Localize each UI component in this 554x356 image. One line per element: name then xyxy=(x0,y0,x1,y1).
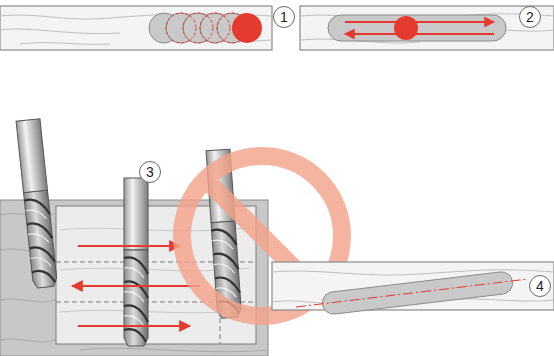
callout-number: 2 xyxy=(519,6,541,28)
callout-number: 3 xyxy=(139,161,161,183)
callout-number: 4 xyxy=(529,275,551,297)
panel-2 xyxy=(300,6,554,50)
callout-number: 1 xyxy=(273,6,295,28)
panel-1 xyxy=(0,6,272,50)
panel-3 xyxy=(0,119,342,356)
panel-4 xyxy=(272,262,554,314)
